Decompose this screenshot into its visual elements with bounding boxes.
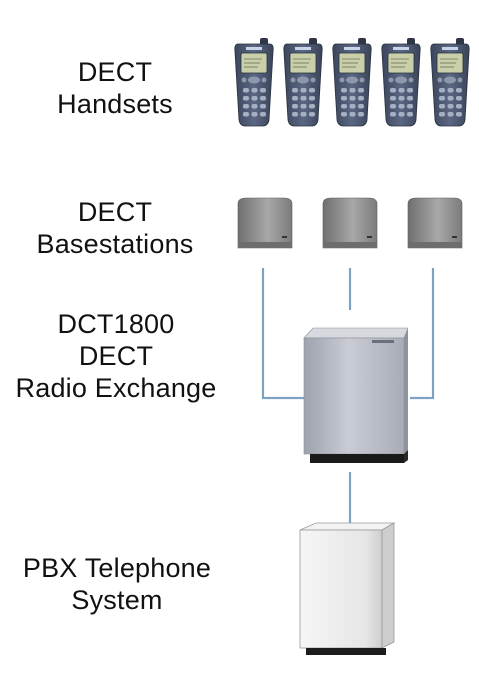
connector-right xyxy=(410,268,433,398)
handset-icon xyxy=(333,38,371,126)
dect-basestations xyxy=(238,198,462,248)
pbx-cabinet xyxy=(300,523,394,655)
basestation-icon xyxy=(323,198,377,248)
dect-handsets xyxy=(235,38,469,126)
basestation-icon xyxy=(238,198,292,248)
basestation-icon xyxy=(408,198,462,248)
handset-icon xyxy=(235,38,273,126)
handset-icon xyxy=(382,38,420,126)
connector-left xyxy=(263,268,305,398)
exchange-logo-mark xyxy=(372,340,394,343)
handset-icon xyxy=(431,38,469,126)
handset-icon xyxy=(284,38,322,126)
radio-exchange-cabinet xyxy=(304,328,408,463)
